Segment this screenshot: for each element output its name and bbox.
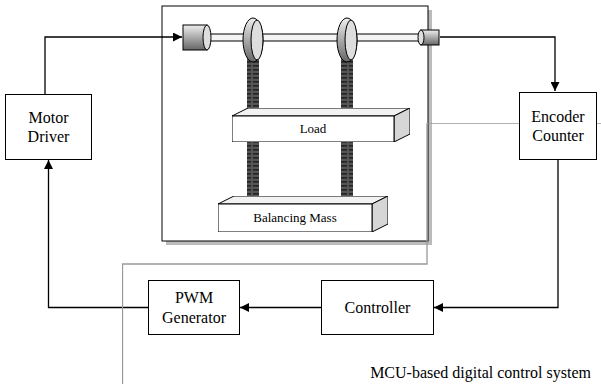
drive-arrow bbox=[45, 37, 182, 94]
box-label: Balancing Mass bbox=[253, 210, 336, 226]
region-border bbox=[123, 123, 601, 384]
block-front bbox=[232, 116, 394, 142]
block-face: Balancing Mass bbox=[218, 204, 372, 232]
process-box: Controller bbox=[321, 280, 434, 335]
flow-arrow bbox=[240, 307, 321, 308]
shaft bbox=[205, 34, 423, 41]
box-label: Load bbox=[300, 121, 327, 137]
process-box: Encoder Counter bbox=[519, 92, 597, 160]
region-outline bbox=[122, 123, 601, 384]
box-label: Motor Driver bbox=[6, 108, 91, 146]
block-side bbox=[372, 196, 388, 232]
block-side bbox=[394, 108, 410, 142]
pulley bbox=[337, 18, 357, 62]
box-label: Encoder Counter bbox=[520, 107, 596, 145]
block-top bbox=[218, 196, 388, 204]
pulley-face bbox=[251, 20, 263, 60]
encoder-signal-arrow bbox=[440, 37, 555, 91]
balancing-mass-block: Balancing Mass bbox=[218, 196, 388, 232]
box-label: PWM Generator bbox=[149, 288, 239, 326]
load-block: Load bbox=[232, 108, 410, 142]
block-front bbox=[218, 204, 372, 232]
mcu-region: MCU-based digital control system PWM Gene… bbox=[122, 123, 601, 384]
pulley-face bbox=[345, 20, 357, 60]
flow-arrow bbox=[49, 160, 149, 308]
frame bbox=[162, 6, 428, 241]
flow-arrow bbox=[434, 160, 558, 308]
pulley bbox=[243, 18, 263, 62]
motor-face bbox=[203, 25, 211, 50]
block-top bbox=[232, 108, 410, 116]
box-label: Controller bbox=[342, 298, 414, 317]
process-box: Motor Driver bbox=[5, 94, 92, 160]
process-box: PWM Generator bbox=[148, 280, 240, 335]
encoder-face bbox=[418, 30, 424, 45]
region-caption: MCU-based digital control system bbox=[370, 363, 591, 382]
block-face: Load bbox=[232, 116, 394, 142]
